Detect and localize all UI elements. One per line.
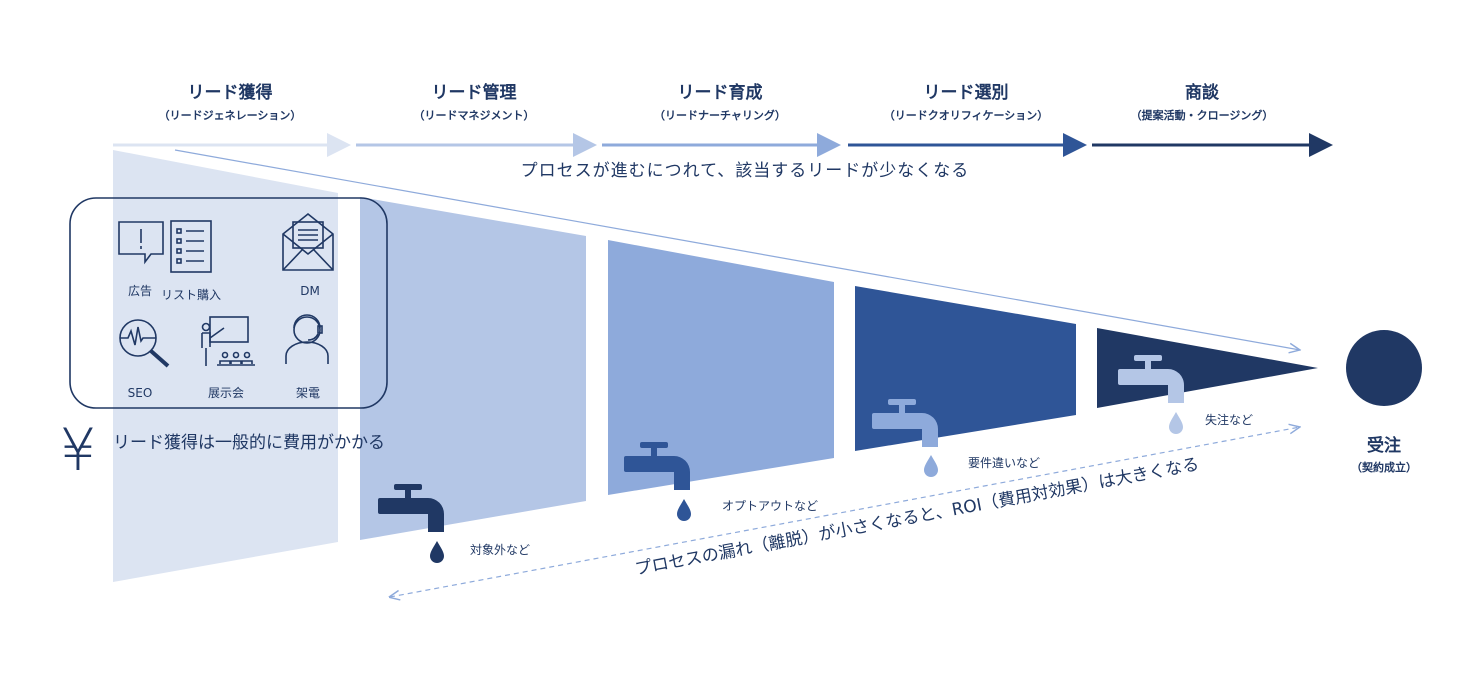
checklist-icon — [170, 220, 212, 273]
yen-icon: ¥ — [60, 416, 97, 484]
channel-label-telemarketing: 架電 — [296, 386, 320, 400]
funnel-panel-negotiation — [1097, 328, 1318, 408]
svg-text:リード管理: リード管理 — [432, 82, 517, 103]
headset-operator-icon — [285, 314, 329, 364]
channel-label-list: リスト購入 — [161, 288, 221, 302]
channel-label-exhibition: 展示会 — [208, 386, 244, 400]
channel-label-ad: 広告 — [128, 284, 152, 298]
stage-header-3: リード育成 （リードナーチャリング） — [654, 82, 786, 122]
svg-text:（リードナーチャリング）: （リードナーチャリング） — [654, 108, 786, 122]
svg-text:商談: 商談 — [1185, 82, 1220, 103]
stage-header-4: リード選別 （リードクオリフィケーション） — [884, 83, 1049, 122]
funnel-caption: プロセスが進むにつれて、該当するリードが少なくなる — [521, 161, 970, 181]
goal-subtitle: （契約成立） — [1351, 460, 1417, 474]
decrease-arrow — [174, 149, 1300, 350]
funnel-panel-management — [360, 197, 586, 540]
drop-icon — [430, 541, 444, 563]
funnel-panel-acquisition — [113, 150, 338, 582]
magnifier-pulse-icon — [119, 319, 170, 368]
stage-header-2: リード管理 （リードマネジメント） — [414, 82, 535, 122]
presentation-icon — [201, 316, 255, 366]
leak-label-4: 失注など — [1205, 412, 1253, 427]
leak-label-1: 対象外など — [470, 543, 530, 557]
svg-text:（リードマネジメント）: （リードマネジメント） — [414, 109, 535, 122]
stage-header-5: 商談 （提案活動・クロージング） — [1131, 82, 1274, 122]
leak-label-3: 要件違いなど — [968, 456, 1040, 470]
svg-text:リード育成: リード育成 — [678, 82, 763, 103]
channels-box — [69, 197, 388, 409]
leak-label-2: オプトアウトなど — [722, 499, 818, 513]
svg-text:リード獲得: リード獲得 — [188, 82, 273, 103]
svg-text:（提案活動・クロージング）: （提案活動・クロージング） — [1131, 108, 1274, 122]
channel-label-dm: DM — [300, 284, 320, 298]
drop-icon — [677, 499, 691, 521]
funnel-panel-qualification — [855, 286, 1076, 451]
drop-icon — [1169, 412, 1183, 434]
svg-text:リード選別: リード選別 — [924, 83, 1009, 103]
goal-circle — [1346, 330, 1422, 406]
channel-label-seo: SEO — [128, 386, 153, 400]
svg-text:（リードジェネレーション）: （リードジェネレーション） — [159, 109, 302, 122]
roi-arrow — [390, 427, 1300, 597]
stage-header-1: リード獲得 （リードジェネレーション） — [159, 82, 302, 122]
envelope-letter-icon — [282, 212, 334, 271]
speech-bubble-exclamation-icon — [118, 221, 164, 265]
goal-title: 受注 — [1367, 435, 1401, 456]
cost-note: リード獲得は一般的に費用がかかる — [113, 433, 385, 453]
svg-text:（リードクオリフィケーション）: （リードクオリフィケーション） — [884, 109, 1049, 122]
drop-icon — [924, 455, 938, 477]
